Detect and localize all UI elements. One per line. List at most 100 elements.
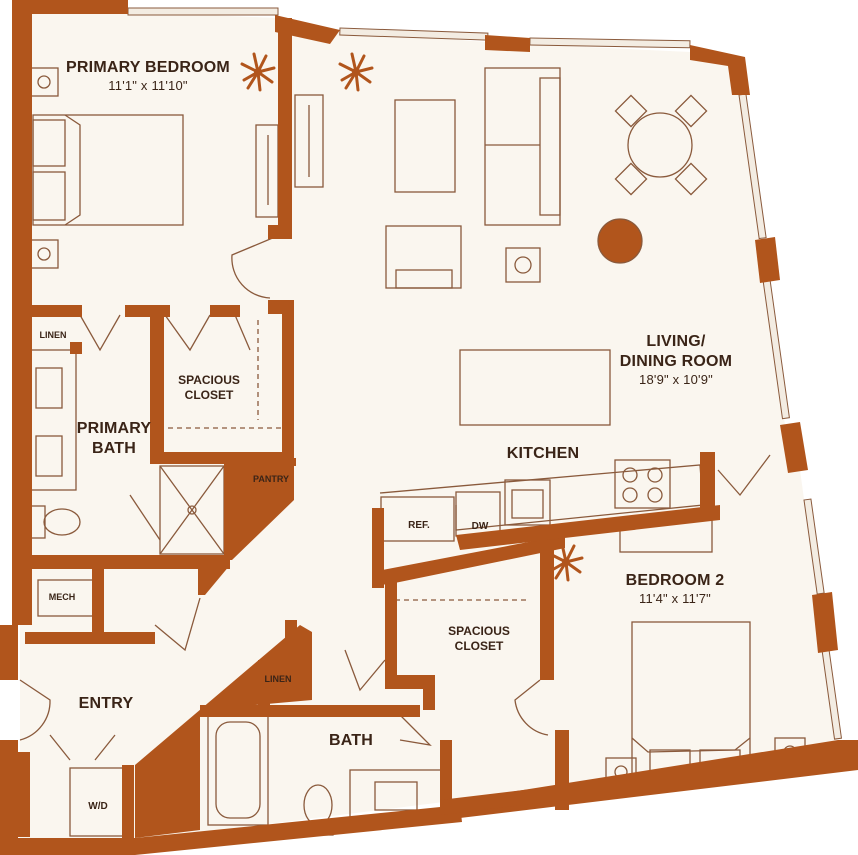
door-swing-icon xyxy=(717,454,771,497)
doors xyxy=(19,236,771,761)
refrigerator-label: REF. xyxy=(408,520,430,531)
interior-wall xyxy=(122,765,134,840)
interior-wall xyxy=(540,540,554,680)
interior-wall xyxy=(440,785,565,815)
door-swing-icon xyxy=(399,714,432,746)
interior-wall xyxy=(282,305,294,465)
floor-fill xyxy=(20,12,838,840)
interior-wall xyxy=(198,565,230,595)
mech-label: MECH xyxy=(48,592,76,602)
interior-wall xyxy=(268,225,292,239)
dining-table-icon xyxy=(614,94,708,196)
primary-bedroom-label: PRIMARY BEDROOM 11'1" x 11'10" xyxy=(66,58,230,94)
linen-hall-label: LINEN xyxy=(264,674,292,684)
bedroom2-label: BEDROOM 2 11'4" x 11'7" xyxy=(626,571,725,607)
exterior-wall-corner-ne xyxy=(690,45,750,95)
vanity-icon xyxy=(27,349,77,491)
window-icon xyxy=(803,498,825,595)
interior-wall xyxy=(200,705,420,717)
door-swing-icon xyxy=(79,314,121,352)
dishwasher-label: DW xyxy=(471,521,489,532)
door-swing-icon xyxy=(164,314,211,352)
plant-icon xyxy=(548,542,584,582)
primary-bath-label: PRIMARY BATH xyxy=(77,419,152,459)
coffee-table-icon xyxy=(394,99,456,193)
bedroom2-closet-name-2: CLOSET xyxy=(454,639,504,653)
bedroom2-closet-name-1: SPACIOUS xyxy=(448,624,510,638)
exterior-wall-bottom xyxy=(135,805,462,855)
pantry-label: PANTRY xyxy=(253,474,289,484)
living-dining-name-1: LIVING/ xyxy=(646,333,706,350)
interior-wall xyxy=(372,535,565,585)
bedroom2-name: BEDROOM 2 xyxy=(625,572,725,589)
door-swing-icon xyxy=(154,597,201,652)
windows xyxy=(127,7,843,740)
exterior-wall-segment xyxy=(485,35,530,52)
interior-wall xyxy=(385,575,397,685)
door-swing-icon xyxy=(344,649,386,692)
interior-wall xyxy=(92,565,104,637)
primary-bedroom-name: PRIMARY BEDROOM xyxy=(66,59,230,76)
exterior-wall-left-lower2 xyxy=(0,740,18,855)
interior-wall xyxy=(70,342,82,354)
interior-wall xyxy=(700,452,715,520)
exterior-wall-left-lower xyxy=(0,625,18,680)
door-swing-icon xyxy=(234,314,251,351)
interior-wall xyxy=(440,740,452,805)
living-dining-label: LIVING/ DINING ROOM 18'9" x 10'9" xyxy=(620,332,732,388)
primary-bath-name-1: PRIMARY xyxy=(76,420,152,437)
sofa-icon xyxy=(484,67,561,226)
entry-label: ENTRY xyxy=(79,694,134,714)
door-swing-icon xyxy=(514,679,549,736)
plant-icon xyxy=(338,52,374,92)
interior-wall xyxy=(25,305,82,317)
linen-primary-label: LINEN xyxy=(39,330,67,340)
primary-closet-name-1: SPACIOUS xyxy=(178,373,240,387)
living-dining-dims: 18'9" x 10'9" xyxy=(639,372,713,387)
kitchen-name: KITCHEN xyxy=(506,445,580,462)
exterior-wall-topleft xyxy=(12,0,128,14)
interior-wall xyxy=(224,458,296,466)
interior-wall xyxy=(285,620,297,690)
stove-icon xyxy=(614,459,671,509)
interior-wall xyxy=(25,555,230,569)
bedroom2-closet-label: SPACIOUS CLOSET xyxy=(448,624,510,654)
door-swing-icon xyxy=(129,494,161,541)
plants xyxy=(240,52,584,582)
bedroom2-dims: 11'4" x 11'7" xyxy=(639,591,711,606)
interior-wall xyxy=(258,660,270,705)
washer-dryer-label: W/D xyxy=(88,801,108,812)
interior-wall xyxy=(423,675,435,710)
living-dining-name-2: DINING ROOM xyxy=(619,353,733,370)
door-swing-icon xyxy=(49,734,116,761)
kitchen-label: KITCHEN xyxy=(507,444,580,464)
entry-name: ENTRY xyxy=(78,695,134,712)
interior-wall xyxy=(456,505,720,550)
primary-bedroom-dims: 11'1" x 11'10" xyxy=(108,78,188,93)
bath-label: BATH xyxy=(329,731,373,751)
interior-wall xyxy=(372,508,384,588)
primary-closet-label: SPACIOUS CLOSET xyxy=(178,373,240,403)
door-swing-icon xyxy=(231,236,276,299)
interior-wall xyxy=(210,305,240,317)
exterior-wall-left xyxy=(12,0,32,625)
exterior-wall-pillar xyxy=(780,422,808,473)
door-swing-icon xyxy=(19,679,51,741)
interior-wall-diagonal xyxy=(224,462,294,560)
interior-wall xyxy=(25,632,155,644)
interior-wall xyxy=(278,18,292,238)
window-icon xyxy=(127,7,279,16)
primary-bath-name-2: BATH xyxy=(91,440,137,457)
interior-wall xyxy=(150,310,164,460)
kitchen-island-icon xyxy=(459,349,611,426)
exterior-wall-pillar xyxy=(812,592,838,653)
exterior-wall-bottom-left xyxy=(0,838,135,855)
interior-wall xyxy=(18,752,30,837)
side-table-icon xyxy=(505,247,541,283)
bed-icon xyxy=(32,114,184,226)
tv-console-icon xyxy=(294,94,324,188)
interior-wall xyxy=(385,675,435,689)
sink-icon xyxy=(504,479,551,526)
